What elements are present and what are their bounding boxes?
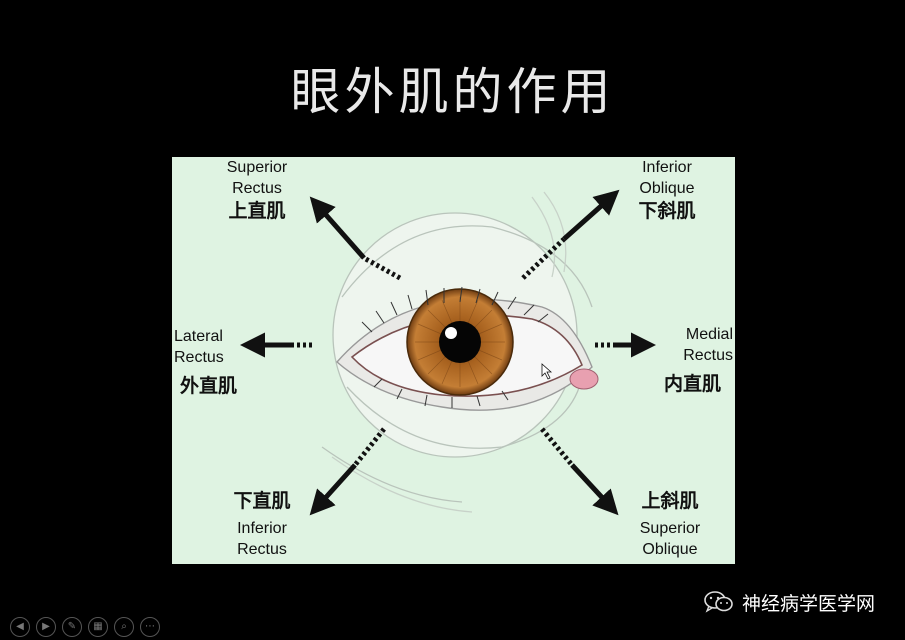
label-zh: 内直肌 bbox=[663, 373, 721, 395]
next-icon[interactable]: ▶ bbox=[36, 617, 56, 637]
label-superior-rectus: Superior Rectus 上直肌 bbox=[212, 157, 302, 224]
direction-arrows bbox=[240, 189, 656, 516]
label-superior-oblique: 上斜肌 Superior Oblique bbox=[620, 489, 720, 560]
prev-icon[interactable]: ◀ bbox=[10, 617, 30, 637]
arrow-superior-oblique bbox=[570, 463, 619, 516]
slideshow-controls: ◀ ▶ ✎ ▦ ⌕ ⋯ bbox=[10, 617, 160, 637]
slides-grid-icon[interactable]: ▦ bbox=[88, 617, 108, 637]
label-en: Medial bbox=[685, 326, 733, 343]
wechat-icon bbox=[704, 591, 733, 613]
arrow-superior-rectus bbox=[309, 196, 366, 260]
more-icon[interactable]: ⋯ bbox=[140, 617, 160, 637]
label-zh: 下直肌 bbox=[233, 490, 291, 512]
label-en: Superior bbox=[226, 159, 288, 176]
label-en: Oblique bbox=[639, 180, 695, 197]
watermark: 神经病学医学网 bbox=[704, 588, 875, 616]
pen-icon[interactable]: ✎ bbox=[62, 617, 82, 637]
label-lateral-rectus: Lateral Rectus 外直肌 bbox=[174, 326, 254, 399]
eye-muscle-diagram: Superior Rectus 上直肌 Inferior Oblique 下斜肌… bbox=[172, 157, 735, 564]
watermark-text: 神经病学医学网 bbox=[741, 592, 875, 615]
mouse-cursor bbox=[541, 363, 553, 380]
label-zh: 上直肌 bbox=[228, 200, 286, 222]
label-en: Rectus bbox=[174, 349, 224, 366]
label-en: Inferior bbox=[237, 520, 287, 537]
label-zh: 下斜肌 bbox=[638, 200, 696, 222]
eye-illustration bbox=[240, 189, 656, 516]
eyelashes bbox=[361, 286, 549, 408]
label-en: Oblique bbox=[642, 541, 698, 558]
arrow-inferior-rectus bbox=[309, 463, 357, 516]
zoom-icon[interactable]: ⌕ bbox=[114, 617, 134, 637]
caruncle bbox=[569, 368, 599, 390]
label-en: Superior bbox=[639, 520, 701, 537]
label-zh: 上斜肌 bbox=[641, 490, 699, 512]
label-inferior-oblique: Inferior Oblique 下斜肌 bbox=[622, 157, 712, 224]
label-en: Lateral bbox=[174, 328, 223, 345]
label-en: Rectus bbox=[237, 541, 287, 558]
label-en: Rectus bbox=[683, 347, 733, 364]
arrow-inferior-oblique bbox=[562, 189, 620, 241]
pupil bbox=[439, 321, 481, 363]
label-medial-rectus: Medial Rectus 内直肌 bbox=[642, 324, 733, 397]
label-inferior-rectus: 下直肌 Inferior Rectus bbox=[212, 489, 312, 560]
label-zh: 外直肌 bbox=[180, 375, 238, 397]
slide-title: 眼外肌的作用 bbox=[290, 63, 615, 121]
label-en: Rectus bbox=[232, 180, 282, 197]
label-en: Inferior bbox=[642, 159, 692, 176]
